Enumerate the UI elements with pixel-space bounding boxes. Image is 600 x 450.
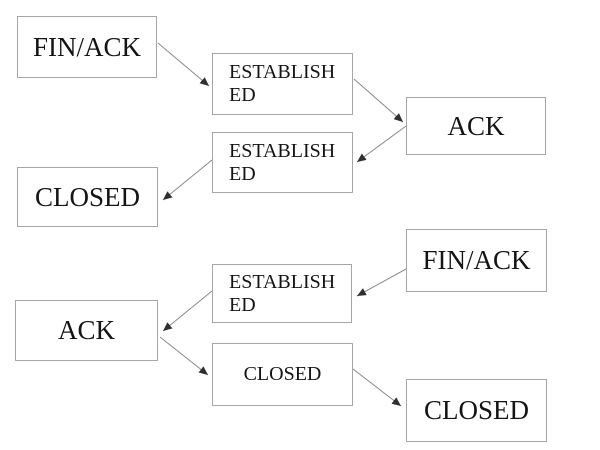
node-label: ACK: [57, 315, 115, 345]
node-ack-top-right: ACK: [406, 97, 546, 155]
node-label: CLOSED: [243, 363, 322, 385]
node-closed-left: CLOSED: [17, 167, 158, 227]
edge-established-mid-to-closed-left: [162, 159, 213, 201]
node-label: ACK: [447, 110, 505, 141]
node-label: ESTABLISH: [229, 61, 336, 83]
edge-ack-to-closed-middle: [159, 336, 209, 376]
node-established-top: ESTABLISH ED: [212, 53, 353, 115]
edge-finack-to-established-top: [157, 42, 210, 87]
node-label: ED: [229, 293, 256, 316]
node-fin-ack-top-left: FIN/ACK: [17, 16, 157, 78]
node-label: FIN/ACK: [32, 31, 141, 62]
edge-ack-to-established-mid: [356, 125, 407, 163]
node-label: ESTABLISH: [229, 270, 336, 293]
node-label: FIN/ACK: [422, 245, 531, 275]
edge-finack-right-to-established-bottom: [356, 268, 407, 297]
edge-closed-middle-to-closed-right: [352, 368, 402, 407]
node-label: ED: [229, 84, 256, 106]
node-label: ED: [229, 162, 256, 185]
edge-established-top-to-ack: [353, 78, 404, 123]
node-label: CLOSED: [34, 181, 140, 212]
node-ack-bottom-left: ACK: [15, 300, 158, 361]
node-closed-middle: CLOSED: [212, 343, 353, 406]
node-label: CLOSED: [423, 395, 529, 425]
node-established-bottom: ESTABLISH ED: [212, 264, 352, 323]
node-fin-ack-right: FIN/ACK: [406, 229, 547, 292]
node-label: ESTABLISH: [229, 139, 336, 162]
node-closed-bottom-right: CLOSED: [406, 379, 547, 442]
node-established-mid: ESTABLISH ED: [212, 132, 353, 193]
edge-established-bottom-to-ack: [162, 290, 213, 332]
